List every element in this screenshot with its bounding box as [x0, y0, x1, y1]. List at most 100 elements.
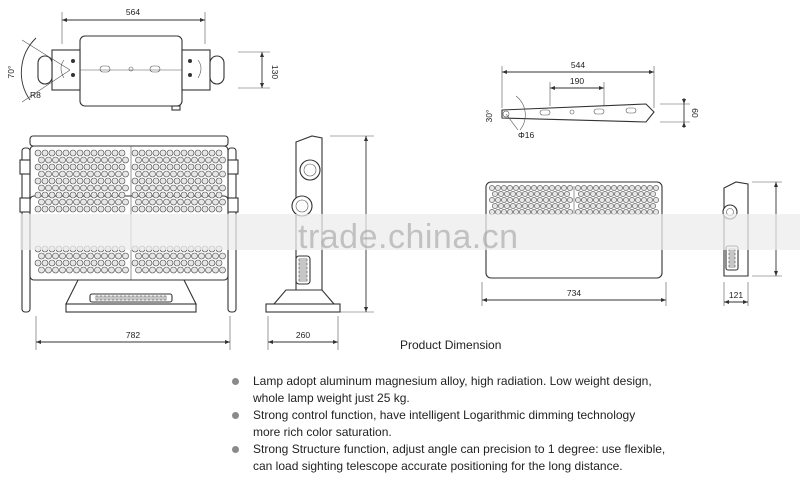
led-dot	[97, 205, 105, 213]
led-dot	[543, 185, 549, 191]
led-dot	[623, 197, 629, 203]
led-dot	[135, 184, 142, 192]
led-dot	[513, 185, 519, 191]
led-dot	[198, 198, 205, 206]
vent-slot	[155, 295, 159, 301]
led-dot	[97, 259, 105, 267]
led-dot	[567, 197, 573, 203]
led-dot	[599, 185, 605, 191]
led-dot	[152, 259, 160, 267]
led-dot	[173, 163, 181, 171]
led-dot	[208, 259, 216, 267]
led-dot	[142, 252, 149, 260]
led-dot	[101, 266, 108, 274]
led-dot	[118, 191, 126, 199]
led-dot	[187, 205, 195, 213]
led-dot	[620, 203, 626, 209]
led-dot	[38, 266, 45, 274]
led-dot	[131, 149, 139, 157]
led-dot	[519, 209, 525, 215]
led-dot	[138, 205, 146, 213]
led-dot	[122, 252, 129, 260]
side-slot	[298, 278, 308, 282]
led-dot	[52, 198, 59, 206]
feature-item: Strong Structure function, adjust angle …	[232, 441, 672, 475]
led-dot	[41, 149, 49, 157]
led-dot	[564, 203, 570, 209]
led-dot	[170, 198, 177, 206]
led-dot	[131, 205, 139, 213]
led-dot	[97, 191, 105, 199]
led-dot	[34, 177, 42, 185]
led-dot	[101, 184, 108, 192]
led-dot	[205, 156, 212, 164]
led-dot	[135, 252, 142, 260]
led-dot	[626, 203, 632, 209]
vent-slot	[147, 295, 151, 301]
led-dot	[122, 170, 129, 178]
led-dot	[41, 163, 49, 171]
led-dot	[177, 170, 184, 178]
top-height-label: 130	[270, 65, 280, 79]
led-dot	[166, 191, 174, 199]
small-slot	[728, 256, 736, 260]
led-dot	[66, 198, 73, 206]
feature-line: can load sighting telescope accurate pos…	[253, 459, 623, 473]
led-dot	[87, 184, 94, 192]
led-dot	[180, 163, 188, 171]
led-dot	[552, 191, 558, 197]
led-dot	[629, 185, 635, 191]
led-dot	[108, 184, 115, 192]
led-dot	[108, 252, 115, 260]
led-dot	[52, 184, 59, 192]
led-dot	[614, 191, 620, 197]
led-dot	[611, 185, 617, 191]
led-dot	[118, 163, 126, 171]
led-dot	[184, 156, 191, 164]
led-dot	[187, 163, 195, 171]
vent-slot	[115, 295, 119, 301]
led-dot	[184, 252, 191, 260]
led-dot	[173, 191, 181, 199]
led-dot	[55, 205, 63, 213]
led-dot	[156, 252, 163, 260]
led-dot	[187, 177, 195, 185]
led-dot	[492, 191, 498, 197]
watermark-band	[20, 214, 800, 250]
led-dot	[170, 156, 177, 164]
led-dot	[587, 197, 593, 203]
led-dot	[212, 252, 219, 260]
led-dot	[97, 149, 105, 157]
led-dot	[83, 177, 91, 185]
led-dot	[115, 266, 122, 274]
led-dot	[495, 185, 501, 191]
led-dot	[142, 266, 149, 274]
led-dot	[587, 185, 593, 191]
led-dot	[55, 191, 63, 199]
led-dot	[205, 184, 212, 192]
led-dot	[198, 156, 205, 164]
led-dot	[501, 209, 507, 215]
led-dot	[608, 203, 614, 209]
led-dot	[191, 198, 198, 206]
led-dot	[641, 197, 647, 203]
led-dot	[219, 266, 226, 274]
led-dot	[80, 184, 87, 192]
led-dot	[52, 252, 59, 260]
led-dot	[135, 170, 142, 178]
led-dot	[590, 191, 596, 197]
led-dot	[115, 252, 122, 260]
led-dot	[111, 163, 119, 171]
led-dot	[617, 185, 623, 191]
led-dot	[163, 156, 170, 164]
led-dot	[177, 156, 184, 164]
led-dot	[623, 209, 629, 215]
led-dot	[90, 191, 98, 199]
led-dot	[170, 266, 177, 274]
led-dot	[59, 252, 66, 260]
led-dot	[156, 156, 163, 164]
led-dot	[52, 170, 59, 178]
led-dot	[163, 170, 170, 178]
led-dot	[94, 252, 101, 260]
